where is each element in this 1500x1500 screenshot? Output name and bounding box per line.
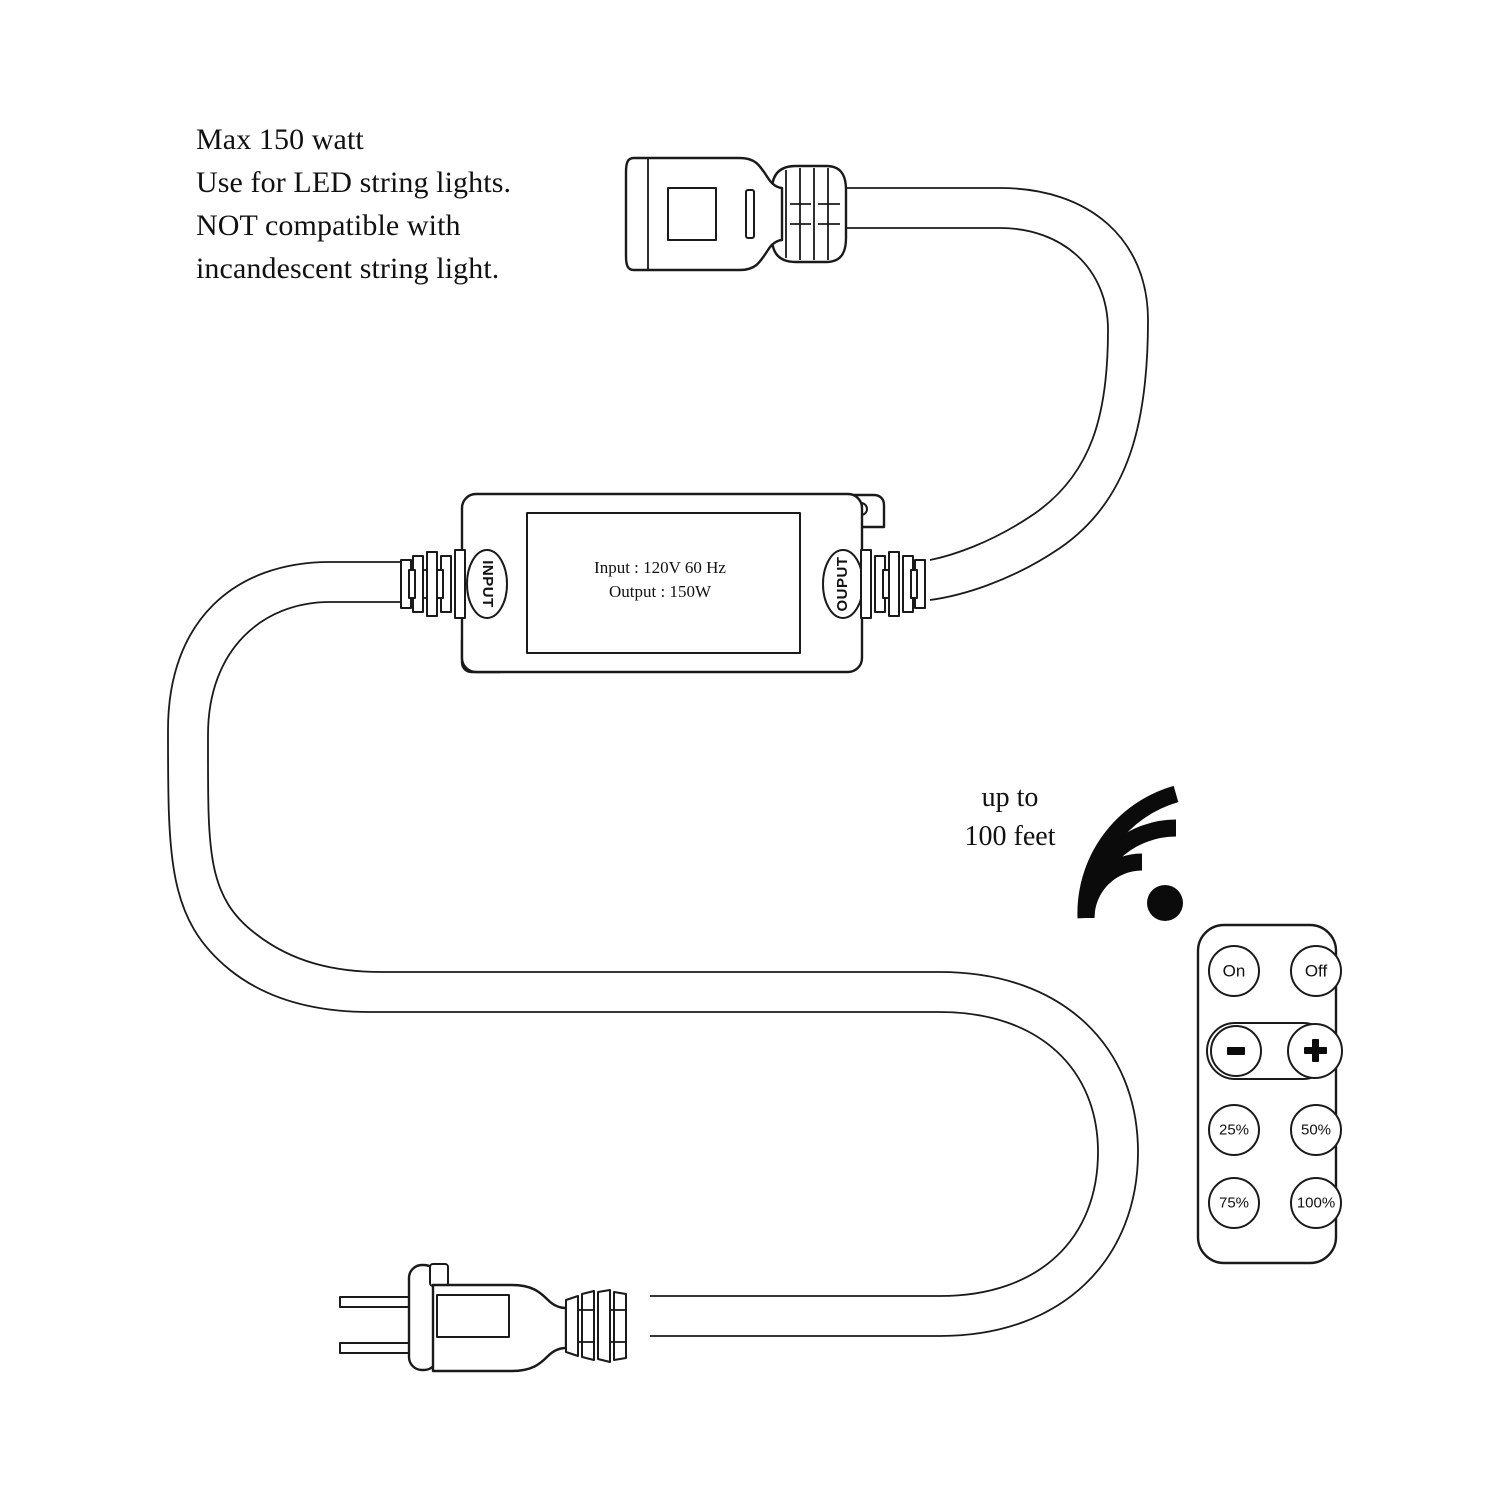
input-port-label: INPUT (479, 560, 496, 608)
remote-button-75-label: 75% (1219, 1195, 1249, 1212)
wireless-range-note: up to 100 feet (964, 782, 1056, 852)
remote-button-100-label: 100% (1297, 1195, 1335, 1212)
remote-button-50 (1290, 1104, 1342, 1156)
male-two-prong-plug (339, 1263, 627, 1373)
minus-icon (1227, 1047, 1245, 1055)
input-strain-relief (400, 549, 466, 619)
cable-lower-segment (167, 561, 1139, 1337)
rf-remote-control: On Off 25% 50% 75% 100% (1196, 923, 1343, 1265)
cable-upper-segment (838, 187, 1149, 601)
controller-spec-text: Input : 120V 60 Hz Output : 150W (594, 558, 726, 601)
remote-button-75 (1208, 1177, 1260, 1229)
output-strain-relief (860, 549, 926, 619)
remote-button-off (1290, 945, 1342, 997)
plus-icon-bar-v (1312, 1039, 1319, 1062)
remote-button-25 (1208, 1104, 1260, 1156)
remote-button-on-label: On (1223, 962, 1246, 981)
remote-button-25-label: 25% (1219, 1122, 1249, 1139)
remote-button-50-label: 50% (1301, 1122, 1331, 1139)
remote-button-on (1208, 945, 1260, 997)
rf-signal-icon (1077, 785, 1183, 921)
output-port-label: OUPUT (834, 557, 851, 612)
female-receptacle-end (624, 156, 848, 272)
max-wattage-note: Max 150 watt Use for LED string lights. … (196, 123, 512, 285)
remote-button-off-label: Off (1305, 962, 1328, 981)
remote-button-100 (1290, 1177, 1342, 1229)
rf-origin-dot (1147, 885, 1183, 921)
